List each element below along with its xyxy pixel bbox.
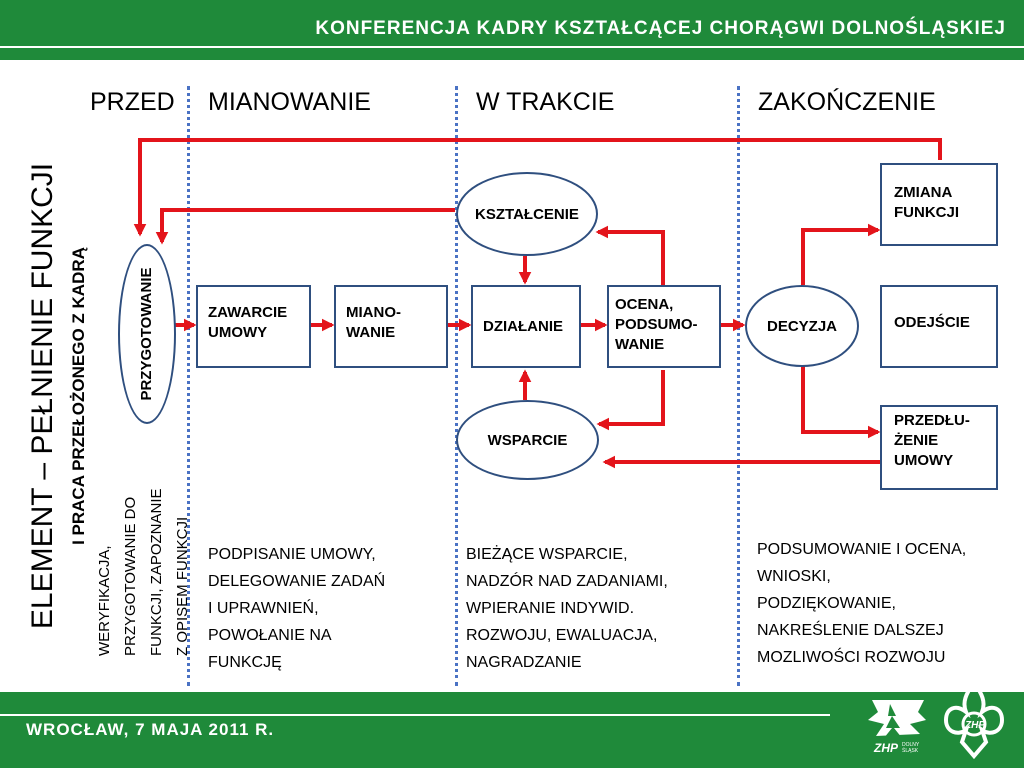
header-band (0, 0, 1024, 60)
svg-text:ZHP: ZHP (964, 720, 985, 731)
desc-zakonczenie-line-5: MOZLIWOŚCI ROZWOJU (757, 649, 946, 666)
footer-band (0, 692, 1024, 768)
node-przedluzenie-line-2: ŻENIE (894, 432, 939, 449)
phase-heading-mianowanie: MIANOWANIE (208, 88, 371, 116)
node-zmiana-funkcji: ZMIANA FUNKCJI (880, 163, 998, 246)
zhp-scout-lily-emblem-icon: ZHP (943, 680, 1005, 760)
node-dzialanie: DZIAŁANIE (471, 285, 581, 368)
desc-zakonczenie-line-4: NAKREŚLENIE DALSZEJ (757, 622, 944, 639)
desc-przed: WERYFIKACJA, PRZYGOTOWANIE DO FUNKCJI, Z… (92, 456, 196, 656)
node-ocena-line-2: PODSUMO- (615, 316, 698, 333)
phase-heading-w-trakcie: W TRAKCIE (476, 88, 615, 116)
desc-przed-line-4: Z OPISEM FUNKCJI (174, 516, 191, 656)
node-odejscie-label: ODEJŚCIE (894, 314, 970, 331)
node-ksztalcenie: KSZTAŁCENIE (456, 172, 598, 256)
node-przedluzenie-umowy: PRZEDŁU- ŻENIE UMOWY (880, 405, 998, 490)
desc-w-trakcie-line-1: BIEŻĄCE WSPARCIE, (466, 546, 628, 563)
arrow-ocena-to-wsparcie (596, 370, 665, 431)
desc-mianowanie-line-3: I UPRAWNIEŃ, (208, 600, 319, 617)
desc-zakonczenie-line-3: PODZIĘKOWANIE, (757, 595, 896, 612)
node-decyzja: DECYZJA (745, 285, 859, 367)
phase-heading-przed: PRZED (90, 88, 175, 116)
node-mianowanie-line-1: MIANO- (346, 304, 401, 321)
node-odejscie: ODEJŚCIE (880, 285, 998, 368)
node-zawarcie-line-2: UMOWY (208, 324, 268, 341)
node-dzialanie-label: DZIAŁANIE (483, 318, 563, 335)
node-mianowanie: MIANO- WANIE (334, 285, 448, 368)
arrow-zmiana-to-przygotowanie (133, 138, 942, 237)
desc-w-trakcie-line-3: WPIERANIE INDYWID. (466, 600, 635, 617)
desc-przed-line-2: PRZYGOTOWANIE DO (122, 496, 139, 656)
arrow-ocena-to-ksztalcenie (595, 225, 665, 285)
desc-mianowanie-line-1: PODPISANIE UMOWY, (208, 546, 376, 563)
desc-mianowanie-line-4: POWOŁANIE NA (208, 627, 332, 644)
node-wsparcie: WSPARCIE (456, 400, 599, 480)
desc-zakonczenie-line-1: PODSUMOWANIE I OCENA, (757, 541, 967, 558)
desc-przed-line-3: FUNKCJI, ZAPOZNANIE (148, 488, 165, 656)
zhp-dolny-slask-logo-icon: ZHP DOLNY ŚLĄSK (868, 700, 926, 755)
node-zmiana-line-1: ZMIANA (894, 184, 953, 201)
node-ocena-line-1: OCENA, (615, 296, 674, 313)
header-divider (0, 46, 1024, 48)
node-przygotowanie-label: PRZYGOTOWANIE (138, 267, 155, 401)
phase-divider-1 (187, 86, 190, 686)
desc-przed-line-1: WERYFIKACJA, (96, 545, 113, 656)
node-mianowanie-line-2: WANIE (346, 324, 396, 341)
desc-w-trakcie: BIEŻĄCE WSPARCIE, NADZÓR NAD ZADANIAMI, … (466, 541, 668, 676)
node-przedluzenie-line-3: UMOWY (894, 452, 954, 469)
desc-mianowanie-line-2: DELEGOWANIE ZADAŃ (208, 573, 386, 590)
header-title: KONFERENCJA KADRY KSZTAŁCĄCEJ CHORĄGWI D… (315, 18, 1006, 39)
node-zawarcie-line-1: ZAWARCIE (208, 304, 288, 321)
desc-w-trakcie-line-5: NAGRADZANIE (466, 654, 582, 671)
footer-divider (0, 714, 830, 716)
arrow-decyzja-to-zmiana (801, 223, 881, 285)
svg-text:ŚLĄSK: ŚLĄSK (902, 746, 919, 754)
node-ocena-line-3: WANIE (615, 336, 665, 353)
footer-text: WROCŁAW, 7 MAJA 2011 R. (26, 720, 275, 739)
desc-zakonczenie-line-2: WNIOSKI, (757, 568, 831, 585)
arrow-decyzja-to-przedluzenie (801, 365, 881, 439)
node-przygotowanie (118, 244, 176, 424)
desc-zakonczenie: PODSUMOWANIE I OCENA, WNIOSKI, PODZIĘKOW… (757, 536, 966, 671)
svg-text:ZHP: ZHP (873, 741, 899, 755)
desc-mianowanie: PODPISANIE UMOWY, DELEGOWANIE ZADAŃ I UP… (208, 541, 385, 676)
node-zmiana-line-2: FUNKCJI (894, 204, 960, 221)
phase-divider-3 (737, 86, 740, 686)
desc-w-trakcie-line-4: ROZWOJU, EWALUACJA, (466, 627, 658, 644)
svg-text:DOLNY: DOLNY (902, 742, 920, 748)
node-przedluzenie-line-1: PRZEDŁU- (894, 412, 970, 429)
desc-mianowanie-line-5: FUNKCJĘ (208, 654, 282, 671)
node-zawarcie-umowy: ZAWARCIE UMOWY (196, 285, 311, 368)
phase-heading-zakonczenie: ZAKOŃCZENIE (758, 88, 936, 116)
arrow-ksztalcenie-to-przygotowanie (155, 208, 455, 245)
desc-w-trakcie-line-2: NADZÓR NAD ZADANIAMI, (466, 573, 668, 590)
node-ocena-podsumowanie: OCENA, PODSUMO- WANIE (607, 285, 721, 368)
phase-divider-2 (455, 86, 458, 686)
